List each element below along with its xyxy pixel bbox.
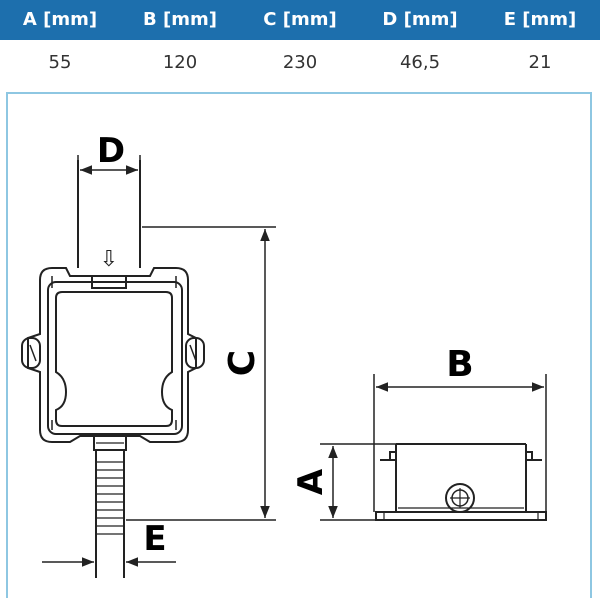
box-inner-frame bbox=[47, 281, 183, 435]
dimension-e bbox=[42, 520, 176, 578]
side-top-rim bbox=[384, 443, 540, 461]
value-b: 120 bbox=[162, 52, 198, 73]
outlet-port bbox=[445, 483, 475, 513]
box-outline bbox=[27, 267, 197, 443]
header-b: B [mm] bbox=[143, 9, 217, 30]
corrugated-hose bbox=[95, 450, 125, 578]
label-e: E bbox=[143, 519, 166, 559]
dimension-b bbox=[373, 374, 547, 512]
hose-ribs bbox=[96, 461, 124, 535]
label-d: D bbox=[97, 131, 125, 171]
bottom-outlet bbox=[93, 435, 127, 451]
header-a: A [mm] bbox=[22, 9, 98, 30]
header-d: D [mm] bbox=[382, 9, 458, 30]
label-b: B bbox=[446, 344, 473, 385]
label-a: A bbox=[291, 468, 331, 495]
left-ear bbox=[21, 337, 41, 369]
value-d: 46,5 bbox=[399, 52, 441, 73]
table-header-row: A [mm] B [mm] C [mm] D [mm] E [mm] bbox=[0, 0, 600, 40]
header-c: C [mm] bbox=[263, 9, 337, 30]
dimension-a bbox=[320, 443, 396, 521]
side-flange bbox=[375, 511, 547, 521]
flow-arrow-icon: ⇩ bbox=[100, 247, 118, 272]
label-c: C bbox=[222, 350, 263, 376]
value-c: 230 bbox=[282, 52, 318, 73]
dimension-table: A [mm] B [mm] C [mm] D [mm] E [mm] 55 12… bbox=[0, 0, 600, 84]
dimension-c bbox=[126, 226, 276, 521]
front-view bbox=[21, 160, 205, 578]
top-tab bbox=[91, 276, 127, 289]
diagram-frame bbox=[6, 92, 592, 598]
side-body bbox=[395, 444, 527, 512]
dimension-d bbox=[77, 155, 141, 230]
header-e: E [mm] bbox=[503, 9, 577, 30]
value-e: 21 bbox=[528, 52, 552, 73]
side-view bbox=[375, 443, 547, 521]
value-a: 55 bbox=[48, 52, 72, 73]
box-cover bbox=[55, 291, 173, 427]
right-ear bbox=[185, 337, 205, 369]
table-value-row: 55 120 230 46,5 21 bbox=[0, 40, 600, 84]
